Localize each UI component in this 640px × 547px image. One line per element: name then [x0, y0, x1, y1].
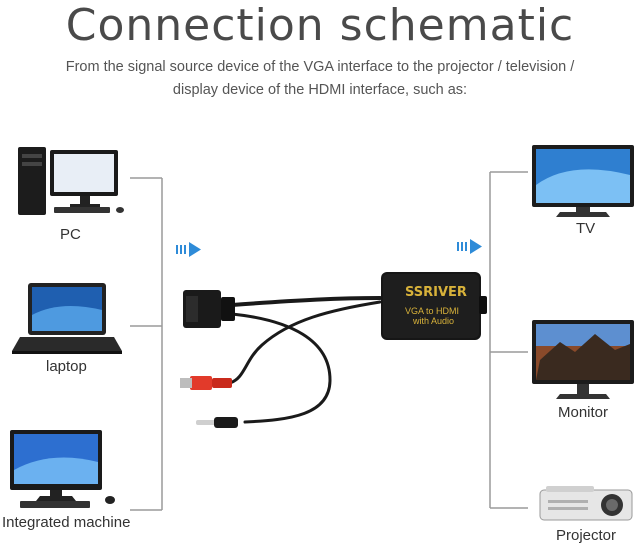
source-bracket — [130, 177, 163, 511]
signal-arrow-left — [176, 242, 201, 257]
usb-plug — [180, 376, 232, 390]
projector-icon — [539, 486, 633, 521]
adapter-box — [381, 272, 487, 340]
adapter-brand: SSRIVER — [405, 285, 467, 300]
all-in-one-icon — [10, 430, 115, 508]
adapter-model-line1: VGA to HDMI — [405, 306, 460, 316]
display-bracket — [489, 171, 528, 509]
laptop-icon — [12, 283, 122, 354]
page-subtitle: From the signal source device of the VGA… — [65, 59, 575, 98]
display-label-projector: Projector — [556, 527, 617, 544]
desktop-pc-icon — [18, 147, 124, 215]
vga-connector — [183, 290, 235, 328]
source-label-laptop: laptop — [46, 358, 87, 375]
monitor-icon — [532, 320, 634, 399]
adapter-cables — [228, 296, 382, 424]
tv-icon — [532, 145, 634, 217]
display-label-monitor: Monitor — [558, 404, 609, 421]
page-title: Connection schematic — [65, 0, 575, 51]
display-label-tv: TV — [576, 220, 596, 237]
source-label-pc: PC — [60, 226, 81, 243]
audio-jack — [196, 417, 238, 428]
adapter-model-line2: with Audio — [413, 316, 455, 326]
source-label-integrated-machine: Integrated machine — [2, 514, 131, 531]
signal-arrow-right — [457, 239, 482, 254]
